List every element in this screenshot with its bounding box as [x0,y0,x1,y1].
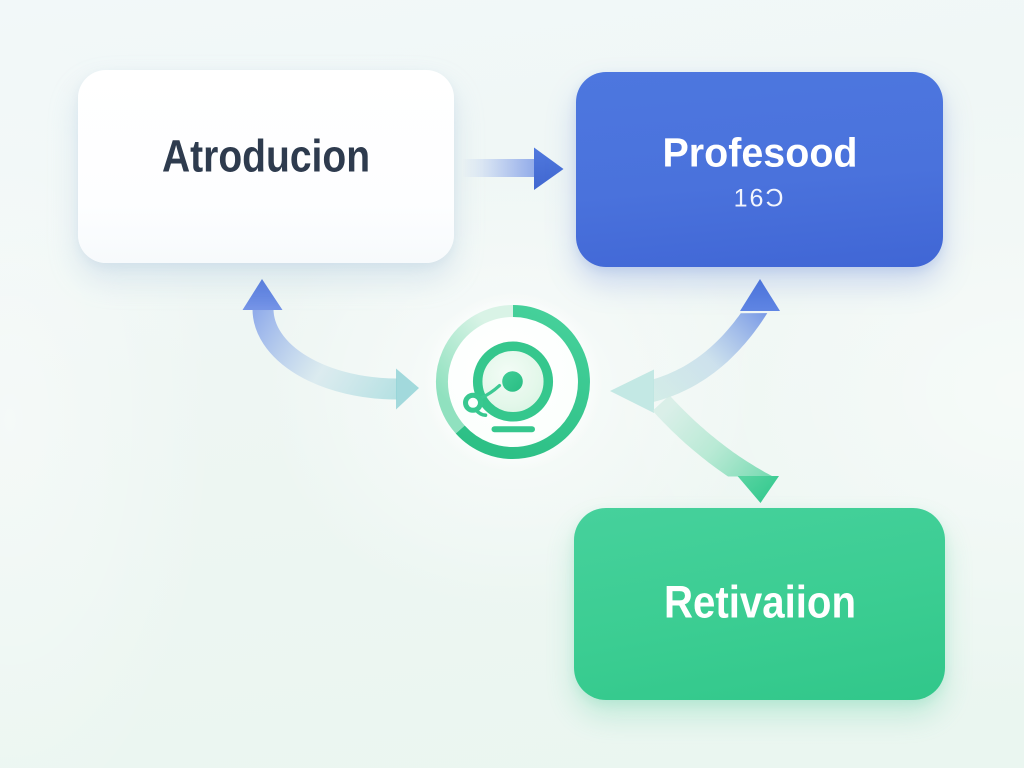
icon-stand-bar [491,426,535,433]
icon-donut-ring [472,341,554,422]
arrow-intro-to-profesood [463,147,564,190]
node-atroducion-label: Atroducion [161,130,371,182]
node-retivaiion[interactable]: Retivaiion [574,508,945,700]
node-profesood[interactable]: Profesood 16Ɔ [576,72,943,267]
arrow-hub-to-retivaiion [652,395,779,503]
node-retivaiion-label: Retivaiion [663,576,856,628]
arrowhead-up-icon [740,279,780,311]
arrowhead-up-icon [242,279,283,310]
icon-ring-arc-light [436,305,514,434]
arrowhead-right-icon [534,147,564,190]
arrowhead-right-icon [396,368,419,410]
arrow-arc [252,308,398,400]
arrow-arc-band [653,313,768,402]
icon-center-dot [502,371,523,392]
node-profesood-label: Profesood [661,129,858,176]
node-profesood-sublabel: 16Ɔ [733,184,786,213]
icon-swoosh-tail [463,384,502,417]
arrow-hub-to-profesood [610,279,780,413]
arrow-shaft [463,159,536,177]
node-atroducion[interactable]: Atroducion [78,70,454,263]
icon-ring-arc [455,305,590,459]
arrowhead-down-icon [737,476,779,503]
arrow-hub-to-intro [242,279,419,410]
arrowhead-left-icon [610,369,654,413]
gong-target-icon [423,292,603,472]
arrow-arc-band [652,395,773,477]
